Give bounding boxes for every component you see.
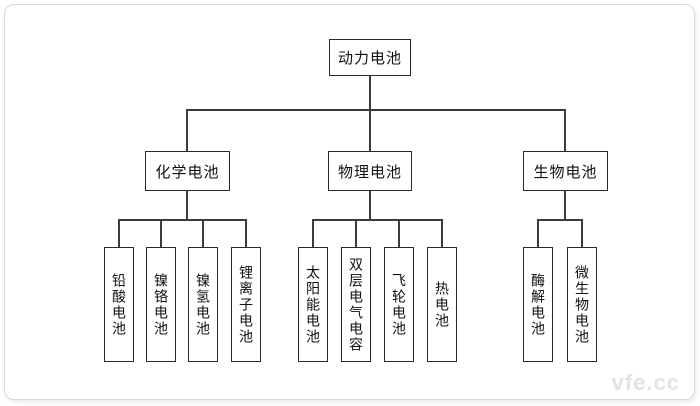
leaf-node-li-ion-battery: 锂离子电池 <box>231 247 261 362</box>
connector-drop-li-ion <box>245 219 247 247</box>
connector-root-stem <box>369 76 371 110</box>
root-node-power-battery: 动力电池 <box>329 39 411 76</box>
connector-drop-thermal <box>441 219 443 247</box>
connector-drop-microbial <box>581 219 583 247</box>
leaf-node-ni-cr-battery: 镍铬电池 <box>146 247 176 362</box>
connector-biological-bus <box>537 219 583 221</box>
connector-chemical-bus <box>118 219 247 221</box>
node-chemical-battery: 化学电池 <box>145 151 230 191</box>
connector-level1-bus <box>186 109 566 111</box>
leaf-node-lead-acid-battery: 铅酸电池 <box>104 247 134 362</box>
connector-drop-double-layer-capacitor <box>355 219 357 247</box>
connector-biological-stem <box>564 191 566 219</box>
node-physical-battery: 物理电池 <box>328 151 412 191</box>
connector-drop-ni-mh <box>202 219 204 247</box>
connector-chemical-stem <box>186 191 188 219</box>
connector-drop-chemical <box>186 109 188 151</box>
leaf-node-double-layer-capacitor: 双层电气电容 <box>341 247 371 362</box>
leaf-node-thermal-battery: 热电池 <box>427 247 457 362</box>
connector-drop-enzymatic <box>537 219 539 247</box>
leaf-node-enzymatic-battery: 酶解电池 <box>523 247 553 362</box>
connector-drop-flywheel <box>398 219 400 247</box>
connector-physical-stem <box>369 191 371 219</box>
leaf-node-microbial-battery: 微生物电池 <box>567 247 597 362</box>
connector-drop-physical <box>369 109 371 151</box>
connector-drop-lead-acid <box>118 219 120 247</box>
leaf-node-ni-mh-battery: 镍氢电池 <box>188 247 218 362</box>
node-biological-battery: 生物电池 <box>523 151 608 191</box>
leaf-node-flywheel-battery: 飞轮电池 <box>384 247 414 362</box>
connector-physical-bus <box>312 219 443 221</box>
leaf-node-solar-battery: 太阳能电池 <box>298 247 328 362</box>
connector-drop-solar <box>312 219 314 247</box>
connector-drop-ni-cr <box>160 219 162 247</box>
connector-drop-biological <box>564 109 566 151</box>
watermark-text: vfe.cc <box>611 370 680 395</box>
